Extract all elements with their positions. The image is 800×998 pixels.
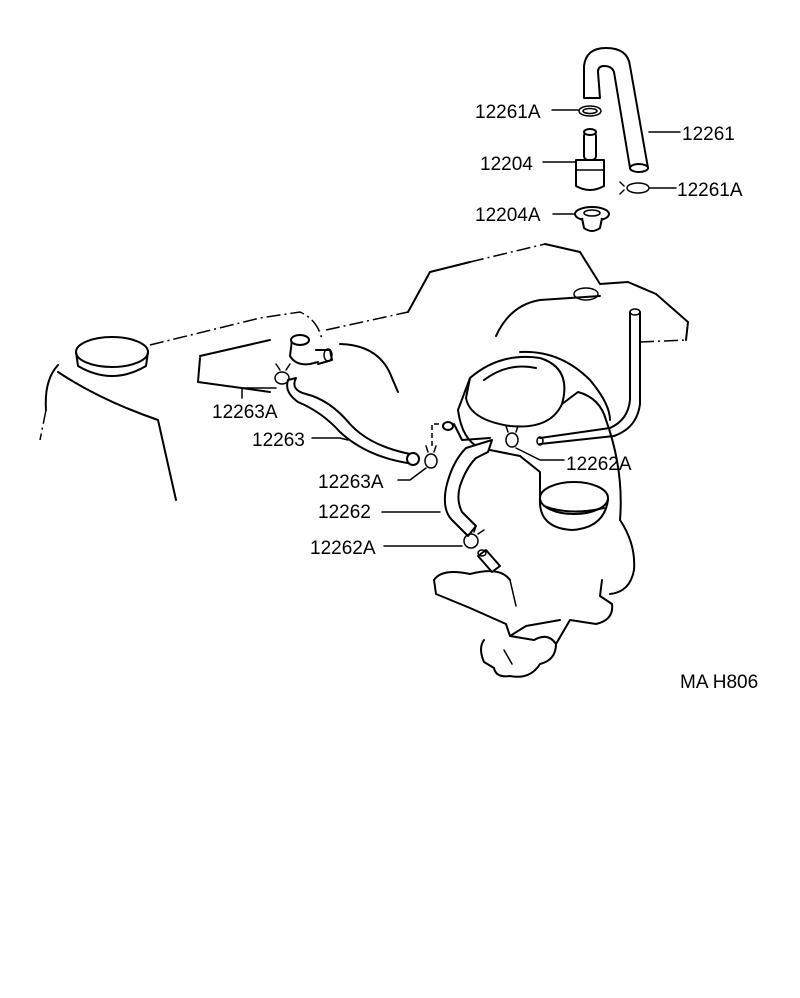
hose-12263 (286, 377, 420, 466)
label-12261: 12261 (682, 124, 735, 145)
intake-manifold (433, 570, 614, 678)
clamp-12261A-bottom (619, 181, 650, 195)
clamp-12263A-top (274, 363, 291, 385)
air-intake (457, 350, 636, 595)
label-12262A-right: 12262A (566, 454, 632, 475)
clamp-12261A-top (578, 105, 602, 117)
leader-lines (241, 109, 681, 547)
engine-valve-cover (39, 243, 689, 678)
label-12261A-bottom: 12261A (677, 180, 743, 201)
hose-12261 (583, 47, 649, 173)
label-12204: 12204 (480, 154, 533, 175)
label-12261A-top: 12261A (475, 102, 541, 123)
pipe-stub (477, 549, 501, 573)
hose-12262 (442, 421, 493, 537)
clamp-12262A-bottom (463, 525, 485, 549)
oil-filler-cap (75, 336, 149, 377)
label-12262A-bottom: 12262A (310, 538, 376, 559)
clamp-12262A-right (505, 425, 519, 448)
label-12204A: 12204A (475, 205, 541, 226)
label-12262: 12262 (318, 502, 371, 523)
label-12263A-top: 12263A (212, 402, 278, 423)
label-12263: 12263 (252, 430, 305, 451)
diagram-code: MA H806 (680, 672, 758, 693)
label-12263A-bottom: 12263A (318, 472, 384, 493)
grommet-12204A (574, 206, 610, 232)
pcv-valve-12204 (575, 128, 605, 191)
clamp-12263A-bottom (424, 423, 440, 469)
